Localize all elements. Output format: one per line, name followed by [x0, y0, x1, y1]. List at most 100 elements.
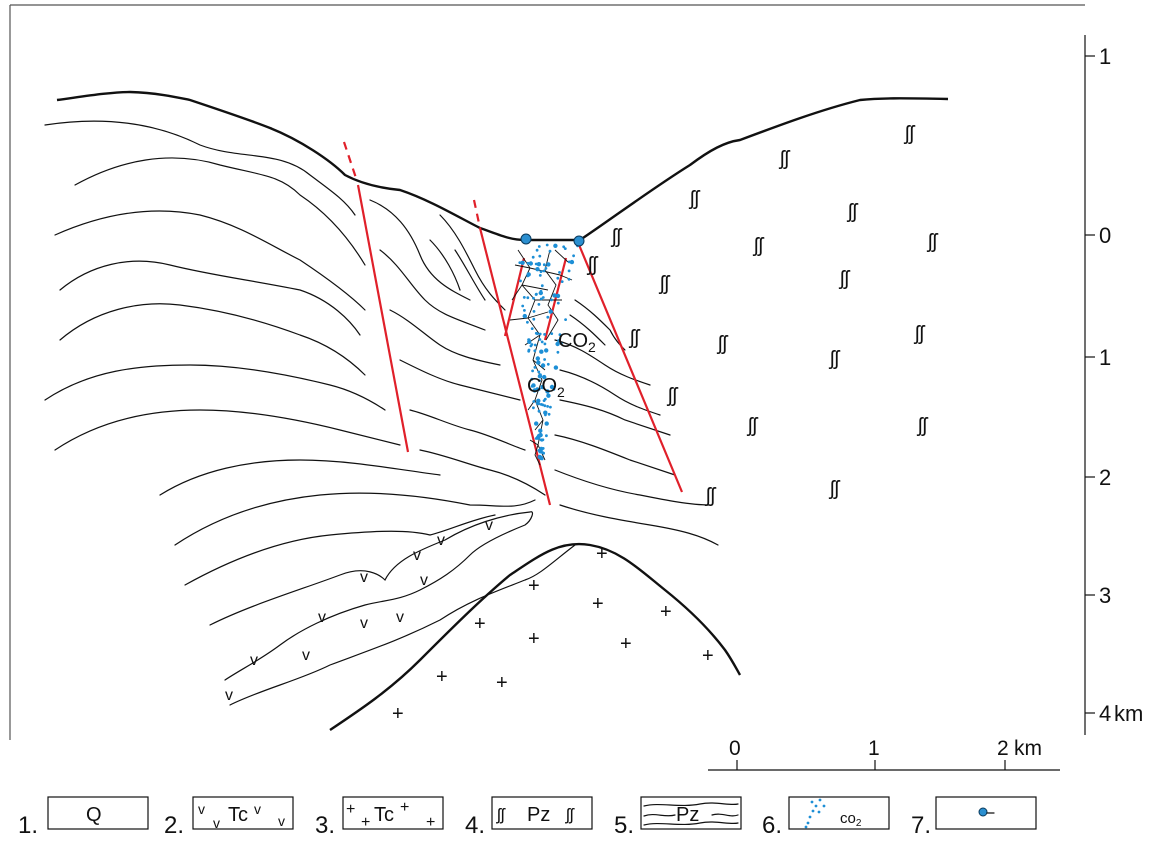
svg-text:ʃʃ: ʃʃ — [496, 805, 506, 824]
co2-dot — [541, 403, 544, 407]
co2-dot — [538, 379, 541, 382]
legend: 1. Q 2. v v Tc v v 3. + + Tc + + 4. ʃʃ P… — [18, 796, 1037, 839]
co2-dot — [550, 298, 553, 302]
legend-text-co2: co2 — [840, 810, 862, 829]
co2-dot — [537, 402, 541, 406]
svg-text:+: + — [346, 801, 355, 818]
legend-number: 4. — [465, 812, 485, 839]
co2-dot — [540, 284, 544, 288]
co2-dot — [539, 446, 544, 452]
co2-dot — [537, 388, 541, 391]
co2-dots — [518, 243, 579, 461]
co2-dot — [530, 377, 534, 381]
co2-dot — [537, 374, 543, 379]
volcanic-symbol: v — [360, 569, 368, 586]
depth-label: 1 — [1099, 345, 1111, 370]
co2-dot — [541, 438, 545, 442]
co2-dot — [539, 297, 543, 301]
co2-dot — [542, 399, 546, 402]
schist-symbol: ʃʃ — [778, 148, 790, 170]
co2-dot — [532, 310, 536, 313]
co2-dot — [530, 327, 534, 330]
legend-box-q — [47, 796, 149, 830]
volcanic-symbol: v — [396, 609, 404, 626]
legend-number: 5. — [614, 812, 634, 839]
co2-dot — [543, 358, 546, 361]
volcanic-symbol: v — [318, 609, 326, 626]
granite-symbol: + — [596, 543, 608, 565]
co2-dot — [531, 255, 535, 259]
co2-dot — [528, 261, 533, 266]
co2-dot — [542, 269, 546, 273]
co2-dot — [538, 254, 542, 258]
scale-label: 0 — [729, 737, 741, 760]
co2-dot — [556, 293, 560, 297]
scale-unit: km — [1014, 737, 1042, 760]
co2-dot — [522, 296, 526, 299]
schist-symbol: ʃʃ — [916, 415, 928, 437]
strata-lines — [44, 120, 742, 731]
schist-symbol: ʃʃ — [666, 385, 678, 407]
spring-left — [520, 233, 532, 245]
co2-dot — [530, 343, 534, 346]
depth-label: 1 — [1099, 44, 1111, 69]
svg-text:+: + — [400, 799, 409, 816]
co2-dot — [544, 421, 549, 426]
co2-dot — [540, 363, 546, 368]
diagram-frame — [9, 4, 1085, 740]
co2-dot — [550, 332, 554, 335]
co2-dot — [544, 348, 549, 353]
schist-symbol: ʃʃ — [913, 323, 925, 345]
co2-dot — [555, 341, 560, 347]
co2-dot — [532, 388, 537, 393]
svg-text:+: + — [426, 814, 435, 831]
schist-symbol: ʃʃ — [903, 123, 915, 145]
co2-dot — [519, 279, 522, 283]
schist-symbol: ʃʃ — [828, 478, 840, 500]
co2-dot — [569, 259, 575, 265]
svg-text:v: v — [198, 801, 205, 817]
co2-dot — [536, 398, 541, 403]
legend-spring-icon — [978, 807, 988, 817]
depth-label: 2 — [1099, 465, 1111, 490]
granite-symbol: + — [528, 628, 540, 650]
svg-text:v: v — [278, 813, 285, 829]
co2-dot — [562, 245, 566, 249]
scale-label: 2 — [997, 737, 1009, 760]
legend-number: 6. — [762, 812, 782, 839]
co2-dot — [536, 433, 542, 439]
co2-dot — [563, 247, 567, 251]
co2-dot — [533, 366, 537, 369]
co2-dot — [567, 269, 571, 273]
co2-dot — [540, 350, 544, 354]
schist-symbol: ʃʃ — [746, 415, 758, 437]
volcanic-symbol: v — [437, 532, 445, 549]
co2-dot — [538, 338, 542, 341]
volcanic-symbol: v — [360, 615, 368, 632]
depth-label: 4 — [1099, 701, 1111, 726]
legend-text-pz: Pz — [676, 804, 699, 826]
legend-number: 3. — [315, 812, 335, 839]
granite-symbol: + — [474, 613, 486, 635]
co2-dot — [538, 290, 543, 296]
co2-dot — [558, 271, 561, 274]
co2-dot — [540, 384, 545, 390]
legend-number: 1. — [18, 812, 38, 839]
co2-dot — [537, 303, 541, 306]
co2-dot — [546, 393, 551, 398]
svg-text:ʃʃ: ʃʃ — [565, 805, 575, 824]
co2-dot — [556, 350, 560, 354]
scale-bar: 0 1 2 km — [708, 737, 1060, 771]
svg-text:v: v — [254, 801, 261, 817]
scale-label: 1 — [868, 737, 880, 760]
co2-dot — [521, 304, 525, 308]
co2-dot — [539, 270, 543, 273]
co2-dot — [526, 296, 530, 300]
co2-dot — [520, 260, 525, 265]
co2-dot — [535, 267, 540, 272]
co2-dot — [537, 245, 541, 248]
volcanic-symbol: v — [302, 647, 310, 664]
co2-dot — [546, 315, 550, 319]
